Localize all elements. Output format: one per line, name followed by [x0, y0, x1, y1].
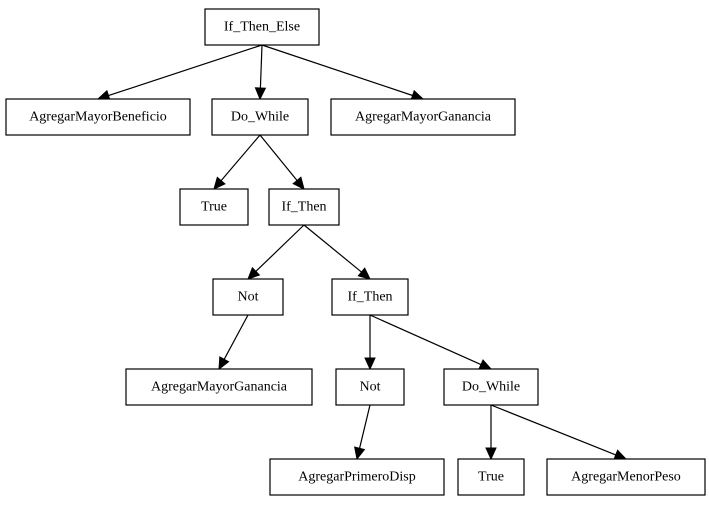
arrowhead-icon	[613, 449, 628, 461]
edge-if-then-to-if-then	[303, 224, 362, 273]
arrowhead-icon	[364, 357, 376, 371]
arrowhead-icon	[218, 356, 230, 371]
edge-if-then-else-to-agregar-mayor-beneficio	[108, 44, 263, 97]
arrowhead-icon	[292, 176, 305, 190]
node-label: Not	[360, 380, 381, 395]
edge-if-then-to-do-while	[369, 314, 482, 366]
node-box	[268, 188, 340, 226]
node-box	[125, 368, 313, 406]
arrowhead-icon	[478, 359, 493, 370]
node-label: True	[478, 470, 504, 485]
node-box	[204, 8, 320, 46]
node-box	[546, 458, 706, 496]
arrowhead-icon	[254, 87, 267, 101]
node-if-then-else: If_Then_Else	[204, 8, 320, 46]
node-do-while: Do_While	[443, 368, 539, 406]
edge-not-to-agregar-mayor-ganancia	[223, 314, 249, 360]
edge-if-then-else-to-agregar-mayor-ganancia	[261, 44, 413, 97]
node-agregar-mayor-ganancia: AgregarMayorGanancia	[330, 98, 516, 136]
edge-not-to-agregar-primero-disp	[358, 404, 371, 449]
node-label: If_Then	[281, 200, 326, 215]
arrowhead-icon	[357, 267, 371, 280]
node-true: True	[179, 188, 249, 226]
node-agregar-mayor-ganancia: AgregarMayorGanancia	[125, 368, 313, 406]
node-if-then: If_Then	[268, 188, 340, 226]
node-label: AgregarMenorPeso	[571, 470, 681, 485]
edge-if-then-to-not	[255, 224, 305, 272]
node-true: True	[457, 458, 525, 496]
node-label: AgregarMayorBeneficio	[29, 110, 167, 125]
node-box	[5, 98, 191, 136]
node-box	[331, 278, 409, 316]
node-label: AgregarMayorGanancia	[355, 110, 492, 125]
node-label: Not	[238, 290, 259, 305]
node-label: AgregarPrimeroDisp	[298, 470, 415, 485]
node-box	[335, 368, 405, 406]
node-box	[457, 458, 525, 496]
node-label: Do_While	[462, 380, 520, 395]
node-box	[269, 458, 445, 496]
node-box	[179, 188, 249, 226]
node-box	[212, 278, 284, 316]
node-agregar-mayor-beneficio: AgregarMayorBeneficio	[5, 98, 191, 136]
node-label: If_Then_Else	[224, 20, 300, 35]
node-not: Not	[335, 368, 405, 406]
arrowhead-icon	[247, 266, 261, 280]
node-label: If_Then	[347, 290, 392, 305]
node-box	[211, 98, 309, 136]
node-box	[443, 368, 539, 406]
node-do-while: Do_While	[211, 98, 309, 136]
node-box	[330, 98, 516, 136]
edge-do-while-to-true	[220, 134, 261, 182]
node-not: Not	[212, 278, 284, 316]
node-agregar-menor-peso: AgregarMenorPeso	[546, 458, 706, 496]
arrowhead-icon	[213, 176, 226, 190]
node-label: True	[201, 200, 227, 215]
node-label: Do_While	[231, 110, 289, 125]
node-if-then: If_Then	[331, 278, 409, 316]
node-agregar-primero-disp: AgregarPrimeroDisp	[269, 458, 445, 496]
edge-do-while-to-if-then	[259, 134, 298, 181]
edge-if-then-else-to-do-while	[259, 44, 263, 89]
edge-do-while-to-agregar-menor-peso	[490, 404, 617, 456]
edges-layer	[96, 44, 628, 461]
arrowhead-icon	[354, 446, 366, 461]
node-label: AgregarMayorGanancia	[151, 380, 288, 395]
arrowhead-icon	[485, 447, 497, 461]
